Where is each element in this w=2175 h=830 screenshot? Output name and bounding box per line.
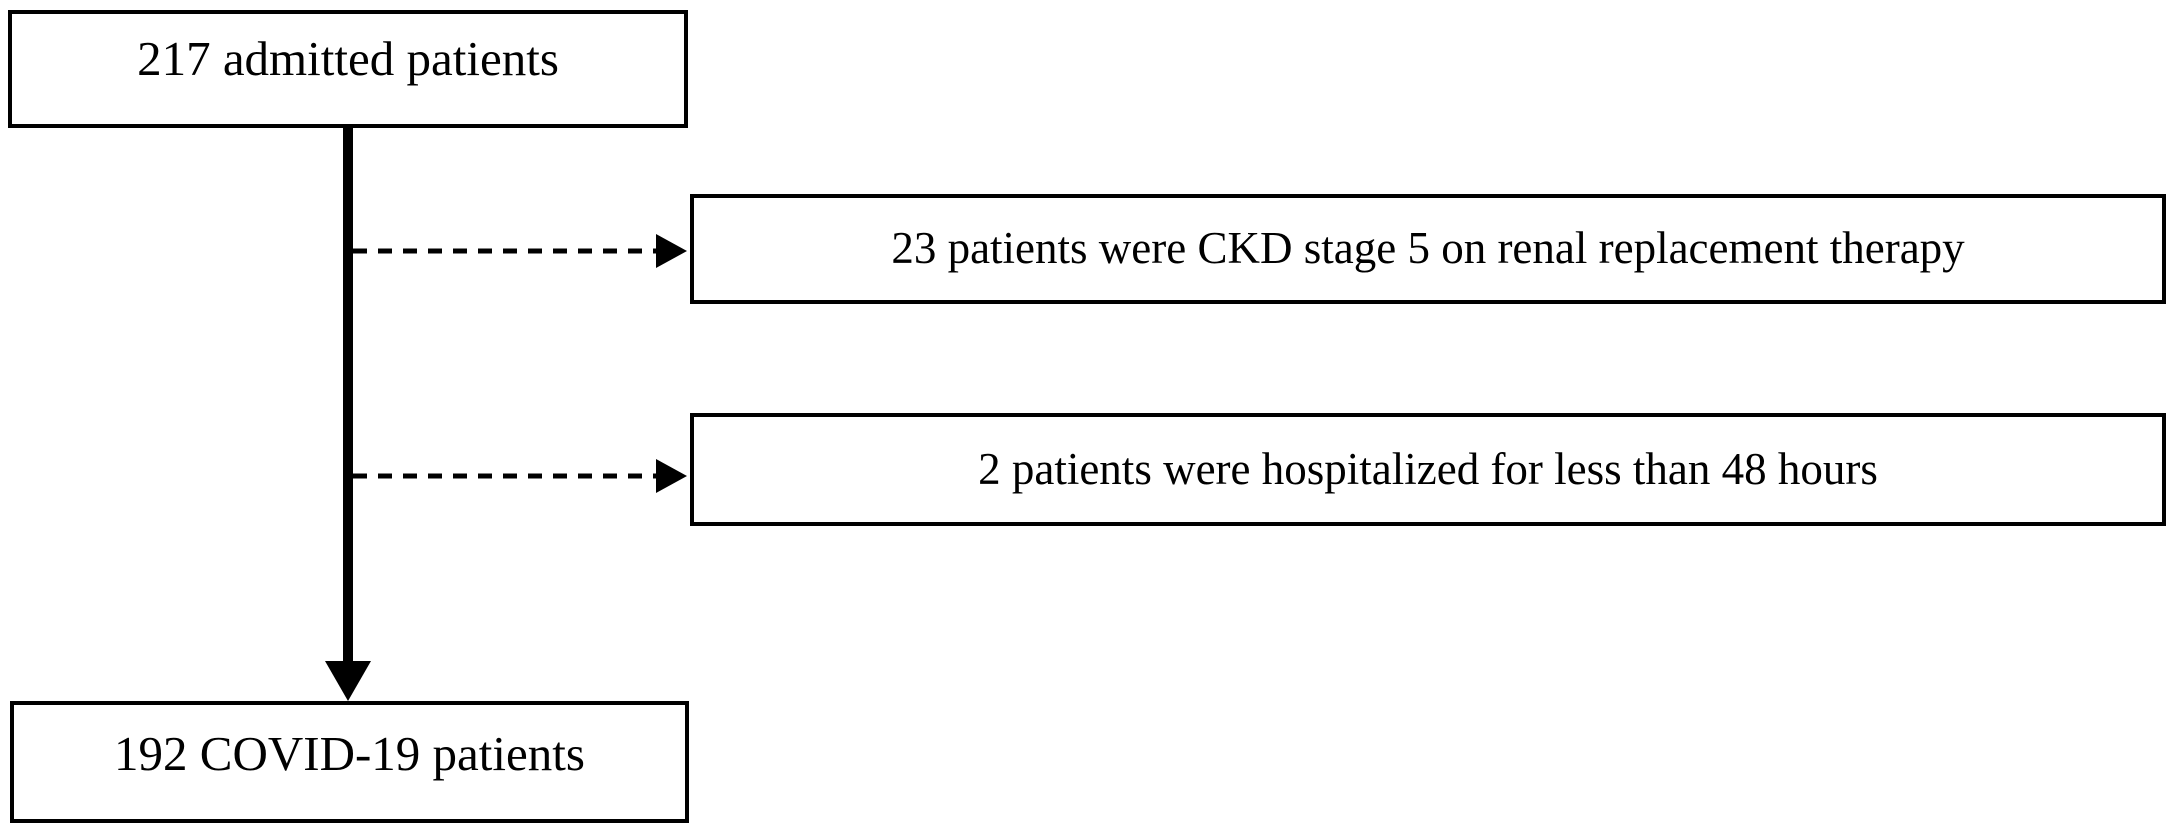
exclusion-arrow-short-stay (353, 459, 687, 493)
node-excluded-short-stay: 2 patients were hospitalized for less th… (690, 413, 2166, 526)
node-covid-patients: 192 COVID-19 patients (10, 701, 689, 823)
node-admitted-patients-label: 217 admitted patients (137, 30, 559, 86)
node-excluded-ckd-label: 23 patients were CKD stage 5 on renal re… (891, 223, 1965, 274)
node-admitted-patients: 217 admitted patients (8, 10, 688, 128)
node-covid-patients-label: 192 COVID-19 patients (114, 725, 585, 781)
main-flow-arrow (325, 128, 371, 701)
exclusion-arrow-ckd (353, 234, 687, 268)
node-excluded-short-stay-label: 2 patients were hospitalized for less th… (978, 443, 1878, 494)
node-excluded-ckd: 23 patients were CKD stage 5 on renal re… (690, 194, 2166, 304)
